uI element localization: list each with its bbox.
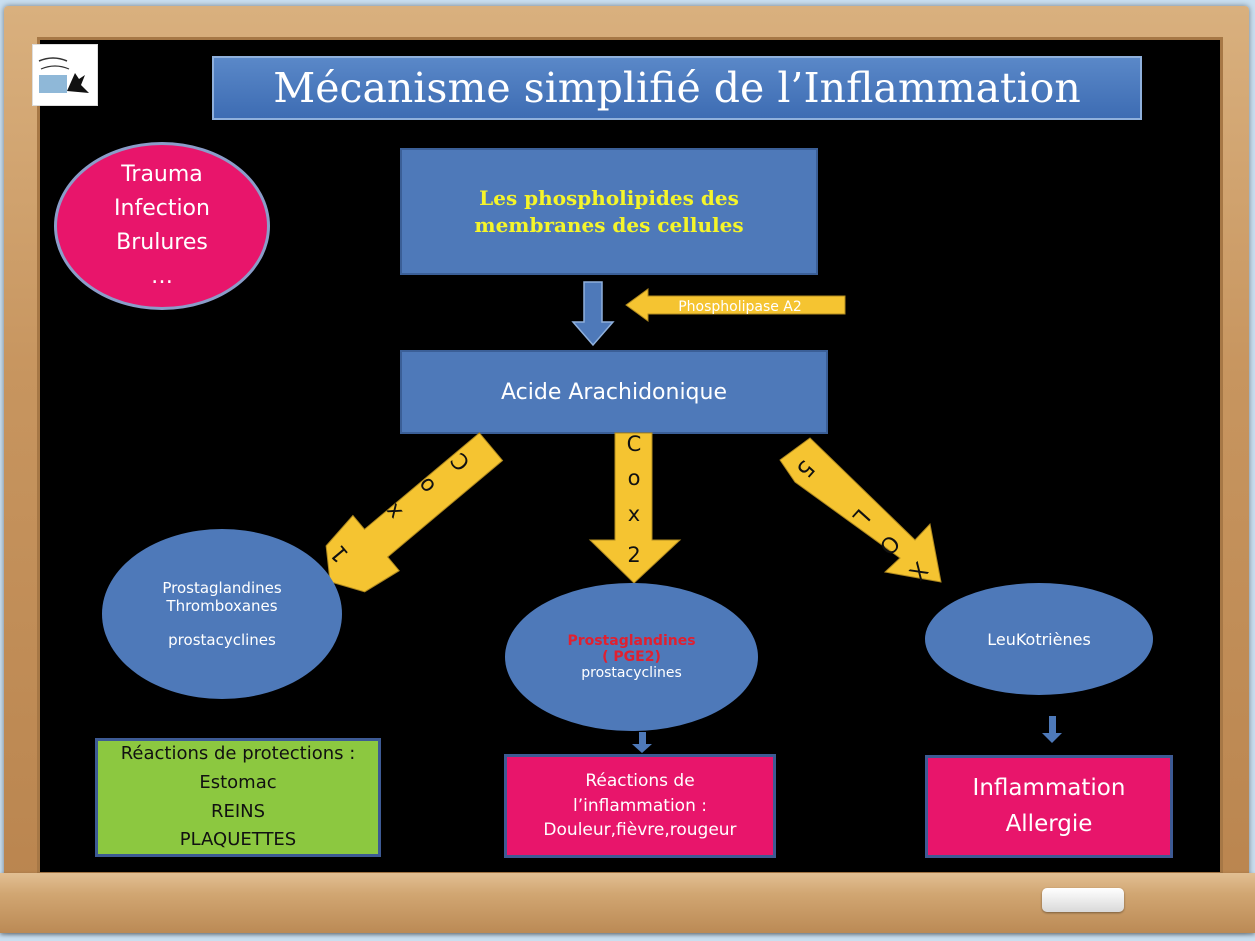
ellipse-right-label: LeuKotriènes xyxy=(987,629,1091,649)
inflammation-reaction-line3: Douleur,fièvre,rougeur xyxy=(543,820,737,841)
protection-reactions-box: Réactions de protections : Estomac REINS… xyxy=(95,738,381,857)
ellipse-left-line3: prostacyclines xyxy=(168,631,276,649)
ellipse-mid-line3: prostacyclines xyxy=(581,665,682,681)
cause-ellipse: Trauma Infection Brulures … xyxy=(54,142,270,310)
chalk-eraser xyxy=(1042,888,1124,912)
arachidonic-acid-node: Acide Arachidonique xyxy=(400,350,828,434)
protection-reins: REINS xyxy=(210,800,266,822)
cause-ellipsis: … xyxy=(151,264,173,290)
prostaglandins-ellipse-left: Prostaglandines Thromboxanes prostacycli… xyxy=(102,529,342,699)
phospholipids-line2: membranes des cellules xyxy=(474,212,744,237)
inflammation-reaction-line1: Réactions de xyxy=(585,771,695,792)
protection-title: Réactions de protections : xyxy=(120,742,356,764)
leukotrienes-ellipse: LeuKotriènes xyxy=(925,583,1153,695)
phospholipids-line1: Les phospholipides des xyxy=(479,185,739,210)
outcome-allergie: Allergie xyxy=(1005,810,1093,837)
prostaglandins-ellipse-mid: Prostaglandines ( PGE2) prostacyclines xyxy=(505,583,758,731)
ellipse-left-line2: Thromboxanes xyxy=(166,597,278,615)
cause-infection: Infection xyxy=(114,195,210,221)
ellipse-mid-line2: ( PGE2) xyxy=(602,649,661,665)
inflammation-allergy-box: Inflammation Allergie xyxy=(925,755,1173,858)
ellipse-left-line1: Prostaglandines xyxy=(162,579,282,597)
outcome-inflammation: Inflammation xyxy=(972,774,1126,801)
inflammation-reaction-line2: l’inflammation : xyxy=(573,795,707,816)
protection-estomac: Estomac xyxy=(199,771,277,793)
ellipse-mid-line1: Prostaglandines xyxy=(567,633,696,649)
cause-brulures: Brulures xyxy=(116,230,208,255)
cause-trauma: Trauma xyxy=(121,161,203,187)
phospholipids-node: Les phospholipides des membranes des cel… xyxy=(400,148,818,275)
inflammation-reactions-box: Réactions de l’inflammation : Douleur,fi… xyxy=(504,754,776,858)
logo-icon xyxy=(32,44,98,106)
protection-plaquettes: PLAQUETTES xyxy=(179,829,297,851)
page-title: Mécanisme simplifié de l’Inflammation xyxy=(212,56,1142,120)
